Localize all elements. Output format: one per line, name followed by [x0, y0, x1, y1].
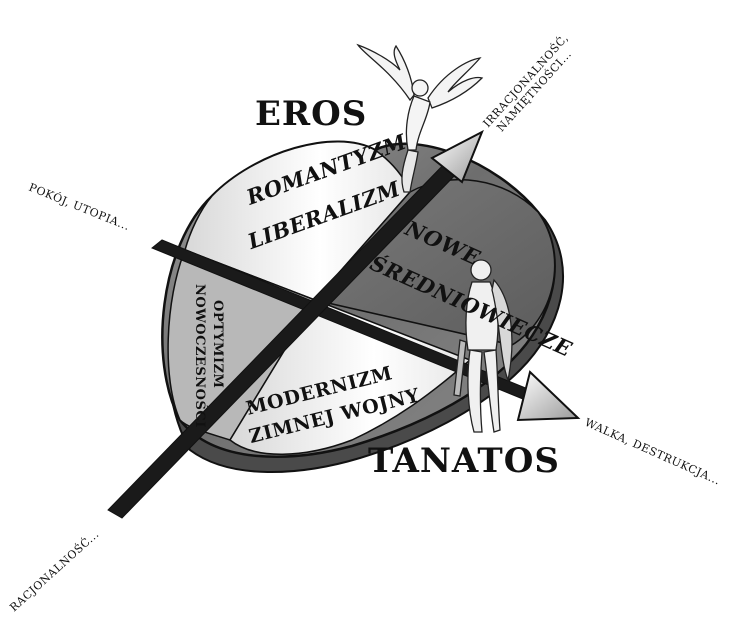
eros-left-wing	[358, 45, 414, 100]
eros-right-wing	[428, 58, 482, 108]
label-pokoj-utopia: POKÓJ, UTOPIA...	[27, 180, 132, 233]
region-nowoczesnosci: NOWOCZESNOŚCI	[192, 284, 209, 428]
arrowhead-walka	[518, 372, 578, 420]
label-namietnosci: NAMIĘTNOŚCI...	[494, 47, 575, 134]
title-eros: EROS	[255, 94, 367, 134]
eros-body	[406, 96, 430, 150]
title-tanatos: TANATOS	[368, 441, 560, 481]
region-optymizm: OPTYMIZM	[210, 300, 225, 388]
label-upper-right: IRRACJONALNOŚĆ, NAMIĘTNOŚCI...	[480, 31, 581, 139]
label-irracjonalnosc: IRRACJONALNOŚĆ,	[480, 31, 571, 130]
label-walka-destrukcja: WALKA, DESTRUKCJA...	[583, 416, 723, 488]
tanatos-left-leg	[468, 350, 482, 432]
eros-head	[412, 80, 428, 96]
label-racjonalnosc: RACJONALNOŚĆ...	[7, 527, 102, 614]
